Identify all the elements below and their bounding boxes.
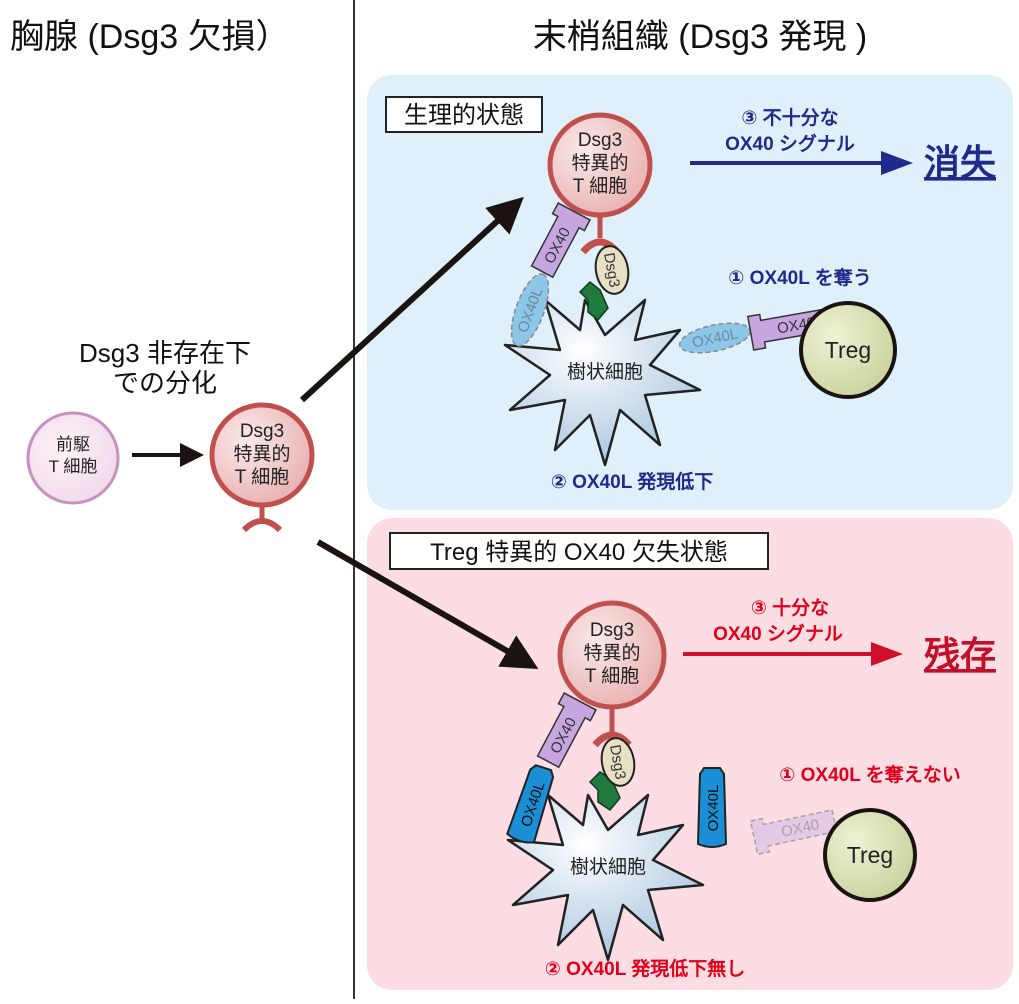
arrow-to-knockout [316, 539, 539, 669]
dsg3-receptor [578, 280, 609, 322]
precursor-line2: T 細胞 [49, 457, 98, 476]
tcell-line2: 特異的 [233, 443, 290, 465]
tcell-line1: Dsg3 [240, 421, 284, 442]
thymus-dsg3-t-cell: Dsg3 特異的 T 細胞 [209, 402, 315, 533]
arrow-to-physiological [299, 196, 524, 403]
precursor-line1: 前駆 [56, 435, 90, 454]
tcell-line2: 特異的 [571, 152, 628, 174]
ox40-knockout-panel [367, 518, 1013, 990]
step2-label: ② OX40L 発現低下無し [545, 957, 746, 980]
physiological-treg: OX40L OX40 Treg [678, 301, 897, 399]
tcell-line1: Dsg3 [590, 620, 634, 641]
dsg3-label: Dsg3 [606, 743, 629, 780]
tcell-line3: T 細胞 [235, 466, 290, 488]
ox40l-label: OX40L [705, 785, 722, 832]
thymus-title: 胸腺 (Dsg3 欠損） [10, 18, 290, 56]
step3-line1: ③ 十分な [751, 596, 829, 619]
condition-line1: Dsg3 非存在下 [79, 338, 251, 368]
tcell-line2: 特異的 [583, 642, 640, 664]
physiological-dsg3-t-cell: Dsg3 特異的 T 細胞 [547, 112, 653, 255]
physiological-label-box [385, 96, 543, 133]
result-survival: 残存 [924, 634, 996, 675]
dsg3-label: Dsg3 [600, 251, 623, 288]
knockout-treg: OX40 Treg [749, 808, 917, 902]
treg-label: Treg [847, 842, 893, 868]
treg-label: Treg [825, 337, 871, 363]
step1-label: ① OX40L を奪う [728, 266, 872, 289]
dc-label: 樹状細胞 [570, 856, 646, 878]
knockout-dsg3: Dsg3 [600, 737, 636, 787]
dc-label: 樹状細胞 [567, 361, 643, 383]
result-disappearance: 消失 [924, 142, 997, 183]
knockout-label: Treg 特異的 OX40 欠失状態 [430, 539, 728, 566]
knockout-ox40l-free: OX40L [696, 767, 728, 848]
step2-label: ② OX40L 発現低下 [551, 470, 714, 493]
periphery-title: 末梢組織 (Dsg3 発現 ) [533, 18, 867, 56]
treg-captured-ox40l: OX40L [678, 322, 752, 354]
tcell-line1: Dsg3 [578, 130, 622, 151]
precursor-t-cell: 前駆 T 細胞 [26, 411, 120, 505]
step3-line2: OX40 シグナル [725, 132, 855, 155]
tcell-line3: T 細胞 [573, 175, 628, 197]
knockout-label-box [389, 532, 769, 570]
physiological-panel [367, 75, 1013, 510]
knockout-dsg3-t-cell: Dsg3 特異的 T 細胞 [557, 600, 667, 748]
step3-line1: ③ 不十分な [741, 106, 838, 129]
condition-line2: での分化 [113, 368, 217, 398]
physiological-dendritic-cell: 樹状細胞 [503, 298, 702, 467]
knockout-dendritic-cell: 樹状細胞 [506, 793, 705, 962]
physiological-dsg3: Dsg3 [594, 245, 630, 295]
step1-label: ① OX40L を奪えない [779, 763, 961, 786]
step3-line2: OX40 シグナル [713, 622, 843, 645]
treg-absent-ox40: OX40 [749, 809, 838, 856]
physiological-label: 生理的状態 [404, 102, 524, 129]
tcell-line3: T 細胞 [585, 665, 640, 687]
